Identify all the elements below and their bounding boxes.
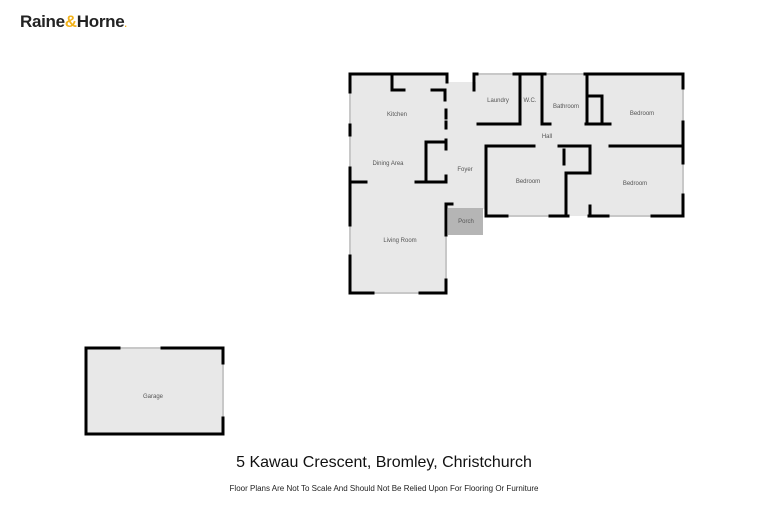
room-label-living-room: Living Room bbox=[383, 238, 416, 244]
brand-logo: Raine&Horne. bbox=[20, 12, 127, 32]
brand-ampersand: & bbox=[64, 12, 77, 31]
room-labels: Kitchen Dining Area Living Room Foyer Po… bbox=[143, 98, 654, 400]
porch-area bbox=[448, 208, 483, 235]
brand-name-part1: Raine bbox=[20, 12, 65, 31]
room-label-hall: Hall bbox=[542, 134, 552, 140]
room-label-wc: W.C. bbox=[524, 98, 537, 104]
brand-name-part2: Horne bbox=[76, 12, 125, 31]
room-label-kitchen: Kitchen bbox=[387, 112, 407, 118]
room-label-dining-area: Dining Area bbox=[372, 161, 404, 167]
room-label-bedroom-3: Bedroom bbox=[623, 181, 647, 187]
walls bbox=[84, 72, 685, 436]
windows bbox=[119, 73, 684, 418]
property-address: 5 Kawau Crescent, Bromley, Christchurch bbox=[236, 454, 532, 471]
floorplan-disclaimer: Floor Plans Are Not To Scale And Should … bbox=[229, 484, 539, 493]
floor-areas bbox=[86, 74, 684, 434]
room-label-bathroom: Bathroom bbox=[553, 104, 579, 110]
room-label-garage: Garage bbox=[143, 394, 164, 400]
room-label-bedroom-1: Bedroom bbox=[630, 111, 654, 117]
room-label-foyer: Foyer bbox=[457, 167, 472, 173]
room-label-porch: Porch bbox=[458, 219, 474, 225]
room-label-laundry: Laundry bbox=[487, 98, 509, 104]
room-label-bedroom-2: Bedroom bbox=[516, 179, 540, 185]
brand-dot: . bbox=[124, 19, 127, 29]
